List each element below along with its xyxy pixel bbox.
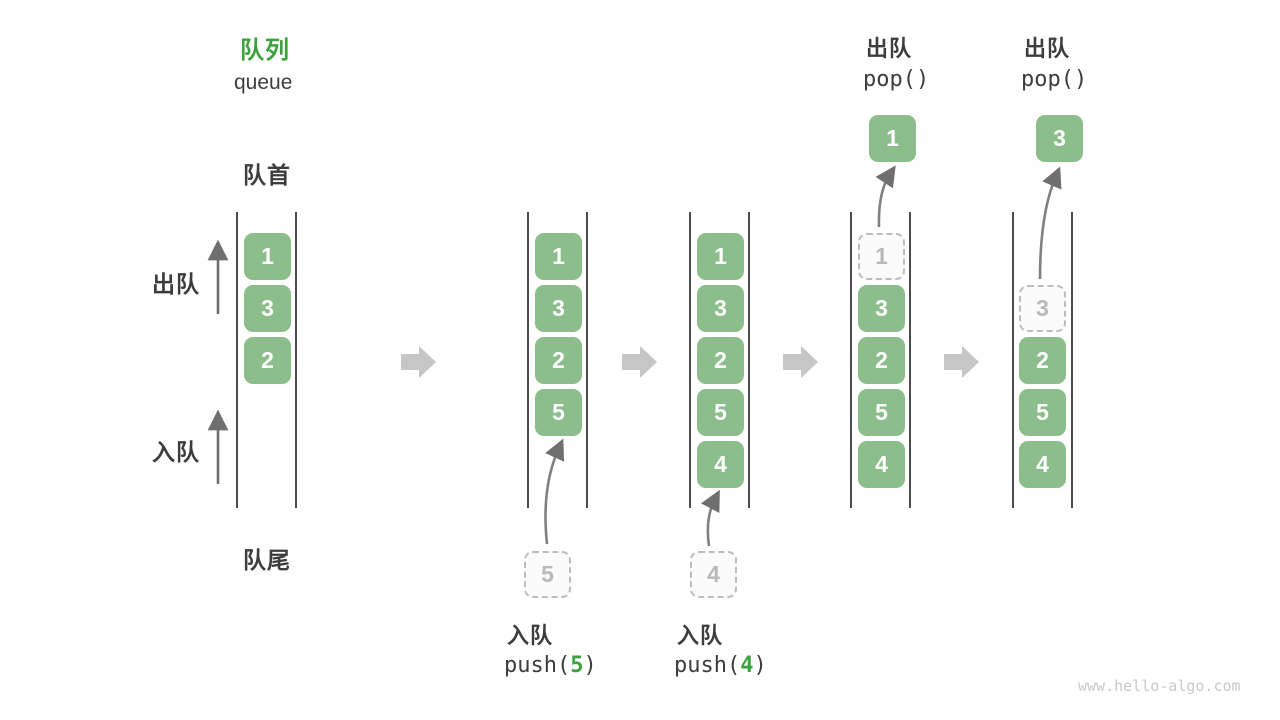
queue2-slot: 1	[535, 233, 582, 280]
pop-call-label: pop()	[863, 67, 930, 92]
push-arg: 5	[570, 653, 584, 678]
queue4-slot: 2	[858, 337, 905, 384]
queue-front-label: 队首	[243, 162, 291, 188]
queue3-slot: 4	[697, 441, 744, 488]
vacated-slot-box: 3	[1019, 285, 1066, 332]
queue-rear-label: 队尾	[243, 547, 291, 573]
push-close-paren: )	[583, 653, 597, 678]
queue2-slot: 5	[535, 389, 582, 436]
diagram-title-zh: 队列	[240, 37, 290, 64]
queue-column-1	[236, 212, 297, 508]
watermark: www.hello-algo.com	[1078, 677, 1241, 695]
pop-call-label: pop()	[1021, 67, 1088, 92]
diagram-title-en: queue	[234, 71, 293, 94]
queue3-slot: 1	[697, 233, 744, 280]
queue4-slot: 3	[858, 285, 905, 332]
incoming-value-box: 5	[524, 551, 571, 598]
stage-transition-arrow-4	[944, 346, 979, 378]
dequeue-op-label: 出队	[866, 36, 913, 61]
push-fn-text: push(	[504, 653, 571, 678]
queue3-slot: 2	[697, 337, 744, 384]
stage-transition-arrow-2	[622, 346, 657, 378]
queue4-slot: 4	[858, 441, 905, 488]
push-fn-text: push(	[674, 653, 741, 678]
queue2-slot: 2	[535, 337, 582, 384]
queue3-slot: 5	[697, 389, 744, 436]
queue3-slot: 3	[697, 285, 744, 332]
push-call-label: push(4)	[674, 653, 767, 678]
stage-transition-arrow-3	[783, 346, 818, 378]
incoming-value-box: 4	[690, 551, 737, 598]
queue-column-3	[689, 212, 750, 508]
stage-transition-arrow-1	[401, 346, 436, 378]
queue5-slot: 2	[1019, 337, 1066, 384]
queue1-slot: 3	[244, 285, 291, 332]
queue4-slot: 5	[858, 389, 905, 436]
popped-value-box: 1	[869, 115, 916, 162]
push-arg: 4	[740, 653, 754, 678]
queue5-slot: 4	[1019, 441, 1066, 488]
queue-column-5	[1012, 212, 1073, 508]
enqueue-op-label: 入队	[677, 623, 724, 648]
queue2-slot: 3	[535, 285, 582, 332]
popped-value-box: 3	[1036, 115, 1083, 162]
push-close-paren: )	[753, 653, 767, 678]
dequeue-op-label: 出队	[1024, 36, 1071, 61]
queue-column-4	[850, 212, 911, 508]
vacated-slot-box: 1	[858, 233, 905, 280]
queue-column-2	[527, 212, 588, 508]
queue1-slot: 1	[244, 233, 291, 280]
enqueue-side-label: 入队	[152, 439, 200, 465]
dequeue-side-label: 出队	[152, 271, 200, 297]
enqueue-op-label: 入队	[507, 623, 554, 648]
queue5-slot: 5	[1019, 389, 1066, 436]
queue1-slot: 2	[244, 337, 291, 384]
push-call-label: push(5)	[504, 653, 597, 678]
